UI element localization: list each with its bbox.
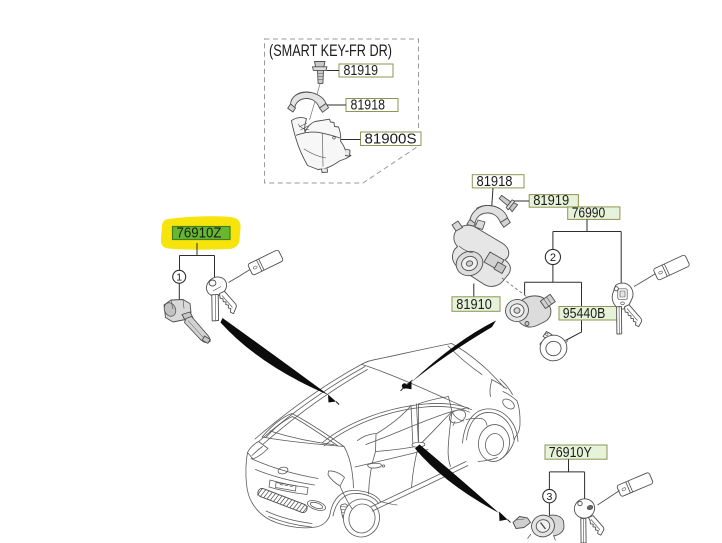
svg-text:81900S: 81900S [365, 131, 417, 148]
svg-text:76910Y: 76910Y [549, 445, 592, 461]
svg-text:76910Z: 76910Z [177, 226, 222, 242]
svg-text:81918: 81918 [351, 98, 386, 114]
svg-text:3: 3 [546, 491, 552, 503]
svg-text:81919: 81919 [533, 193, 569, 209]
svg-text:1: 1 [176, 272, 182, 284]
svg-text:2: 2 [550, 252, 556, 264]
svg-text:81918: 81918 [477, 174, 513, 190]
svg-text:76990: 76990 [572, 206, 606, 222]
svg-text:(SMART KEY-FR DR): (SMART KEY-FR DR) [269, 42, 392, 60]
svg-text:81910: 81910 [456, 297, 492, 313]
svg-text:95440B: 95440B [563, 306, 606, 322]
svg-text:81919: 81919 [344, 63, 379, 79]
